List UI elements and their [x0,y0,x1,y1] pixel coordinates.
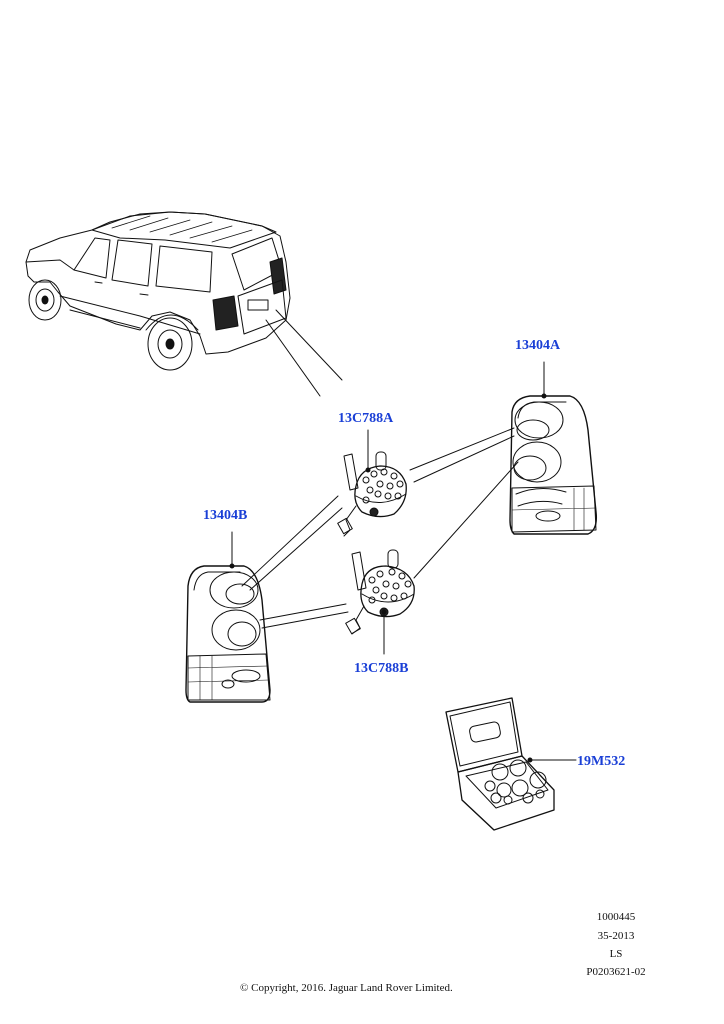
callout-13C788A[interactable]: 13C788A [338,411,394,426]
bulb-holder-b-illustration [345,549,415,655]
callout-13404B[interactable]: 13404B [203,508,248,523]
lamp-b-illustration [185,495,349,703]
callout-13404A[interactable]: 13404A [515,338,561,353]
bulb-kit-illustration [445,697,577,831]
bulb-holder-a-illustration [337,429,407,537]
diagram-reference: P0203621-02 [586,966,646,978]
callout-13C788B[interactable]: 13C788B [354,661,409,676]
diagram-code: LS [609,948,623,960]
diagram-id: 1000445 [596,911,636,923]
vehicle-illustration [25,211,343,397]
callout-19M532[interactable]: 19M532 [577,754,626,769]
diagram-date: 35-2013 [597,930,635,942]
copyright-notice: © Copyright, 2016. Jaguar Land Rover Lim… [240,982,453,994]
lamp-a-illustration [409,361,598,579]
